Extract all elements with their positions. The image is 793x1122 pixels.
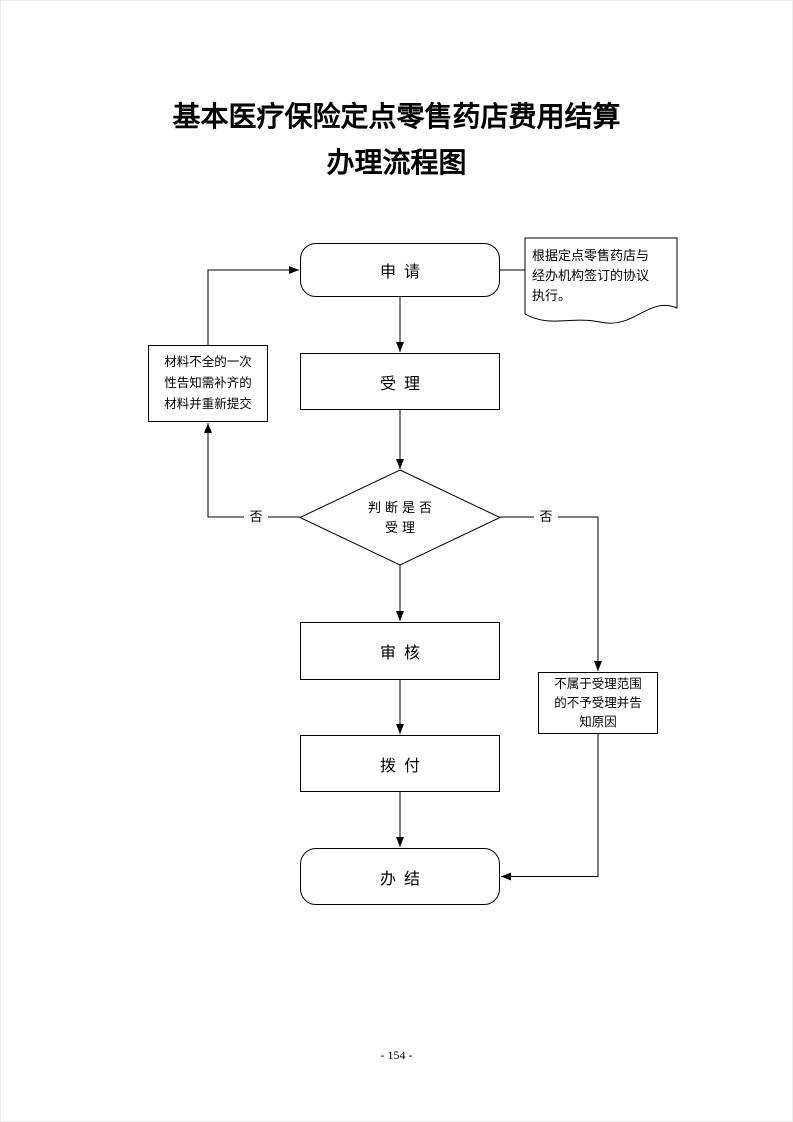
node-apply-label: 申请 [379, 264, 428, 281]
node-accept: 受理 [300, 353, 500, 410]
page-number: - 154 - [380, 1048, 413, 1062]
connector-decision-no-right [500, 516, 602, 671]
node-complete-label: 办结 [379, 870, 428, 888]
connector-resubmit-to-apply [207, 266, 299, 345]
node-review: 审核 [300, 622, 500, 680]
node-pay: 拨付 [300, 735, 500, 792]
no-label-left: 否 [244, 506, 268, 528]
incomplete-materials-text: 材料不全的一次 性告知需补齐的 材料并重新提交 [164, 355, 252, 411]
note-text: 根据定点零售药店与 经办机构签订的协议 执行。 [532, 248, 650, 303]
node-accept-label: 受理 [379, 375, 428, 393]
page-title: 基本医疗保险定点零售药店费用结算 办理流程图 [172, 101, 621, 178]
connector-decision-no-left [204, 423, 300, 518]
reject-notice-box: 不属于受理范围 的不予受理并告 知原因 [538, 672, 658, 734]
node-apply: 申请 [300, 243, 500, 297]
node-decision-label: 判断是否 受理 [367, 499, 436, 535]
incomplete-materials-box: 材料不全的一次 性告知需补齐的 材料并重新提交 [148, 345, 268, 422]
connector-reject-to-complete [501, 734, 599, 881]
node-pay-label: 拨付 [379, 757, 428, 775]
node-review-label: 审核 [379, 645, 428, 662]
node-complete: 办结 [300, 848, 500, 905]
reject-notice-text: 不属于受理范围 的不予受理并告 知原因 [554, 676, 642, 729]
no-label-right: 否 [534, 506, 558, 528]
